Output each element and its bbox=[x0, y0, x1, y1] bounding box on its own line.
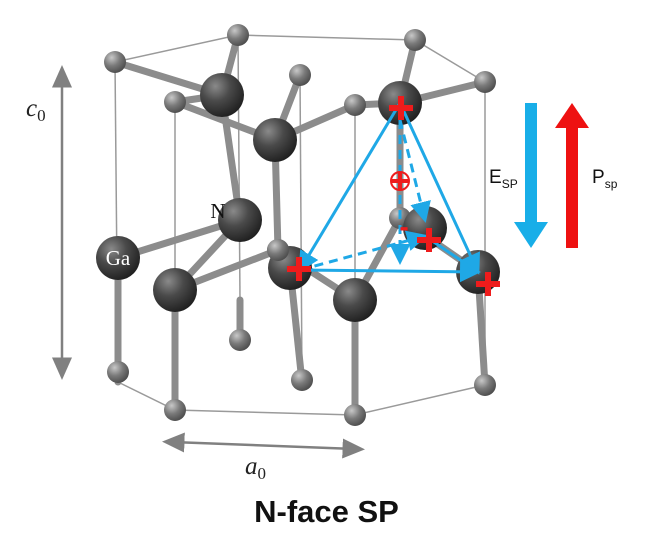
plus-charge-icon bbox=[417, 228, 441, 252]
plus-charge-icon bbox=[389, 96, 413, 120]
plus-charge-icon bbox=[287, 257, 311, 281]
n-atom-front bbox=[267, 239, 289, 261]
p-sp-label: Psp bbox=[592, 167, 618, 191]
unit-cell-outline bbox=[114, 34, 486, 416]
plus-charge-icon bbox=[476, 272, 500, 296]
circled-plus-charge-icon bbox=[390, 171, 410, 191]
diagram-caption: N-face SP bbox=[254, 494, 399, 529]
minus-charge-icon: - bbox=[399, 211, 408, 242]
a0-label: a0 bbox=[245, 453, 266, 483]
ga-atoms bbox=[96, 73, 500, 322]
a0-dimension-arrow bbox=[162, 432, 365, 459]
c0-label: c0 bbox=[26, 95, 46, 125]
ga-label: Ga bbox=[106, 246, 131, 270]
e-sp-label: ESP bbox=[489, 167, 518, 191]
tetrahedron bbox=[298, 102, 481, 283]
e-sp-arrow-icon bbox=[514, 103, 548, 248]
n-label: N bbox=[210, 199, 225, 223]
p-sp-arrow-icon bbox=[555, 103, 589, 248]
